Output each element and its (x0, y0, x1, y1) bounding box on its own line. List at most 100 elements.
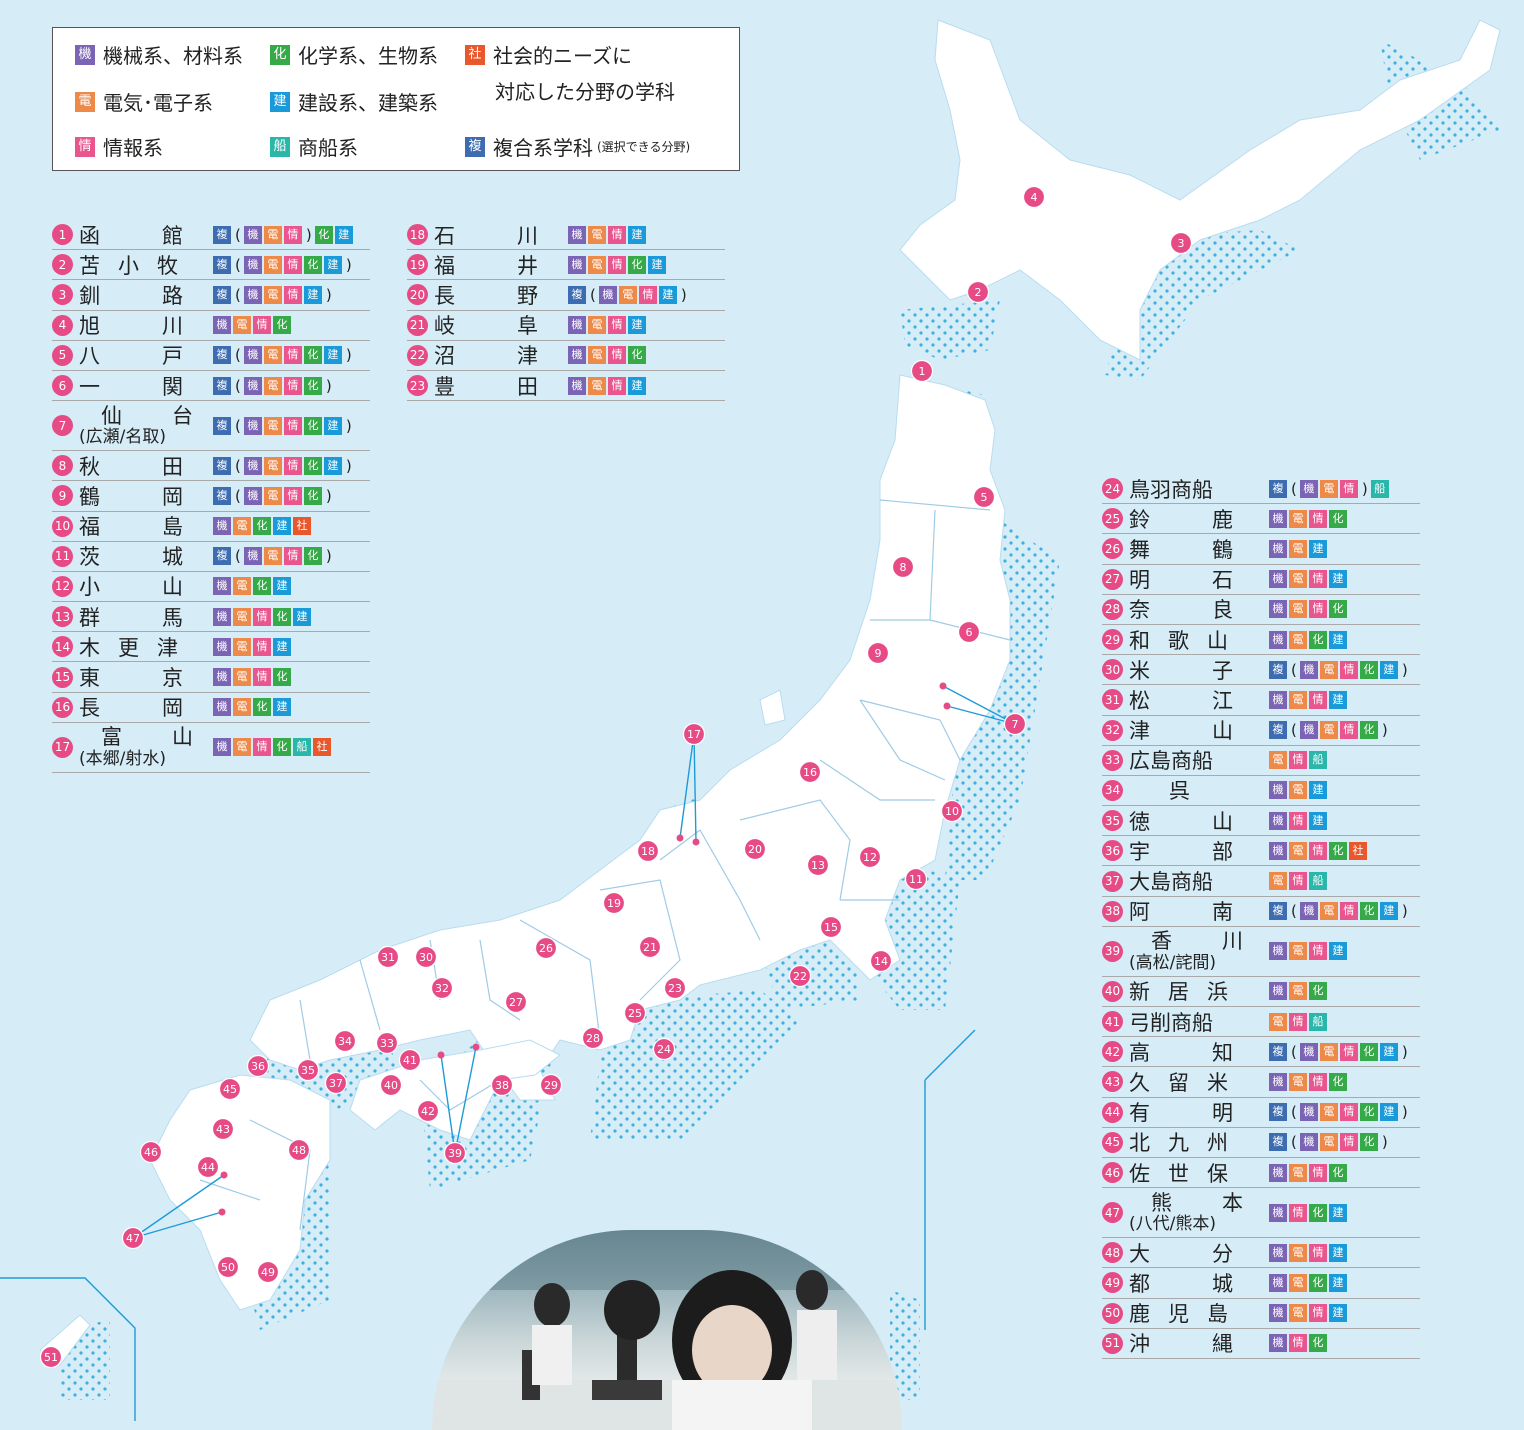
map-marker-number: 6 (966, 626, 973, 639)
department-badge: 化 (1309, 982, 1327, 1001)
map-marker-number: 14 (874, 955, 888, 968)
department-badges: 機電情化社 (1269, 841, 1369, 860)
map-marker: 45 (218, 1077, 242, 1101)
department-badge: 船 (1309, 1012, 1327, 1031)
department-badge: 情 (1339, 902, 1358, 921)
department-badge: 建 (273, 517, 291, 536)
department-badge: 複 (213, 225, 231, 244)
department-badges: 電情船 (1269, 872, 1329, 891)
map-marker: 31 (376, 945, 400, 969)
department-badge: 情 (1309, 1243, 1327, 1262)
map-marker: 30 (414, 945, 438, 969)
school-name: 呉 (1169, 779, 1190, 804)
department-badge: 建 (334, 225, 353, 244)
school-number: 9 (52, 485, 73, 507)
map-marker-number: 4 (1031, 191, 1038, 204)
map-marker-number: 22 (793, 970, 807, 983)
map-marker-number: 21 (643, 941, 657, 954)
department-badge: 機 (213, 517, 231, 536)
school-name: 奈良 (1129, 598, 1295, 623)
department-badges: 複(機電情化建) (1269, 902, 1411, 921)
map-marker: 47 (121, 1226, 145, 1250)
school-name: 木更津 (79, 635, 196, 660)
department-badge: 建 (303, 285, 322, 304)
map-marker-dot (504, 990, 528, 1014)
department-badge: 機 (1269, 539, 1287, 558)
department-badge: 機 (568, 346, 586, 365)
map-marker-dot (218, 1077, 242, 1101)
school-name: 沼津 (434, 344, 600, 369)
department-badges: 機電化 (1269, 982, 1329, 1001)
map-marker-number: 26 (539, 942, 553, 955)
school-name: 大分 (1129, 1241, 1295, 1266)
map-marker: 48 (287, 1138, 311, 1162)
department-badge: 建 (1379, 1103, 1398, 1122)
department-badge: 化 (1359, 1133, 1378, 1152)
department-badge: 情 (1339, 1103, 1358, 1122)
department-badge: 電 (1289, 841, 1307, 860)
department-badge: 電 (263, 376, 282, 395)
school-number: 4 (52, 314, 73, 336)
department-badges: 機電情化建 (568, 255, 668, 274)
map-marker: 6 (957, 620, 981, 644)
school-number: 6 (52, 375, 73, 397)
badge-paren: ( (1291, 902, 1297, 921)
department-badge: 複 (1269, 902, 1287, 921)
badge-paren: ( (235, 416, 241, 435)
school-name: 秋田 (79, 454, 245, 479)
badge-paren: ( (235, 346, 241, 365)
department-badge: 電 (1269, 751, 1287, 770)
department-badges: 機電化建 (213, 698, 293, 717)
department-badge: 電 (1319, 479, 1338, 498)
department-badge: 機 (213, 668, 231, 687)
department-badge: 建 (1309, 781, 1327, 800)
school-name-main: 熊本 (1151, 1190, 1293, 1215)
department-badge: 機 (1269, 841, 1287, 860)
school-number: 21 (407, 314, 428, 336)
school-campus: (八代/熊本) (1129, 1213, 1216, 1234)
department-badge: 複 (213, 255, 231, 274)
department-badge: 機 (243, 285, 262, 304)
legend-badge: 情 (75, 136, 95, 157)
school-number: 42 (1102, 1041, 1123, 1063)
legend-badge: 電 (75, 91, 95, 112)
map-marker-number: 31 (381, 951, 395, 964)
department-badge: 情 (1339, 1042, 1358, 1061)
school-number: 35 (1102, 810, 1123, 832)
map-marker-number: 43 (216, 1123, 230, 1136)
school-name: 苫小牧 (79, 253, 196, 278)
department-badge: 建 (628, 376, 646, 395)
department-badge: 建 (1329, 942, 1347, 961)
department-badges: 複(機電情化建) (213, 416, 355, 435)
department-badge: 化 (1359, 660, 1378, 679)
department-badge: 化 (1329, 600, 1347, 619)
map-marker: 51 (39, 1345, 63, 1369)
map-marker-dot (333, 1029, 357, 1053)
map-marker-number: 51 (44, 1351, 58, 1364)
school-name: 福井 (434, 253, 600, 278)
legend-badge: 機 (75, 44, 95, 65)
school-name: 一関 (79, 374, 245, 399)
department-badge: 機 (213, 316, 231, 335)
department-badge: 電 (1319, 902, 1338, 921)
department-badges: 機情化建 (1269, 1203, 1349, 1222)
department-badge: 電 (1269, 872, 1287, 891)
department-badge: 電 (588, 225, 606, 244)
department-badge: 情 (253, 607, 271, 626)
badge-paren: ) (345, 346, 352, 365)
department-badges: 機電化建 (1269, 630, 1349, 649)
map-marker-dot (211, 1117, 235, 1141)
map-marker-dot (957, 620, 981, 644)
department-badge: 情 (283, 416, 302, 435)
department-badge: 機 (1269, 1243, 1287, 1262)
